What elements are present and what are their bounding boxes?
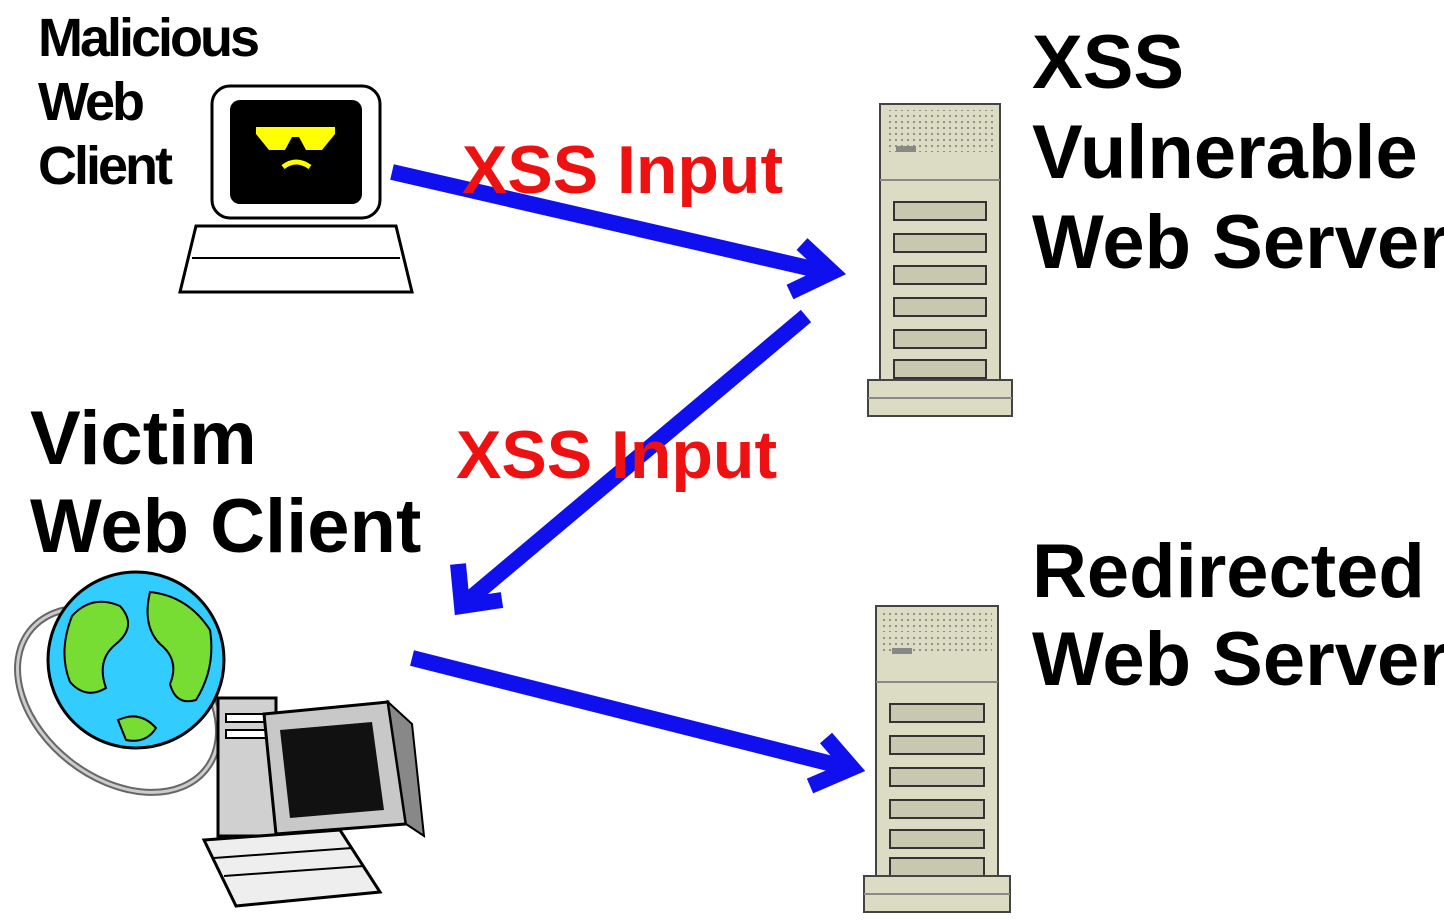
victim-client-label: Victim Web Client: [30, 395, 421, 571]
label-line: Client: [38, 136, 173, 196]
edge-label-xss-input: XSS Input: [462, 132, 784, 208]
label-line: Vulnerable: [1032, 110, 1418, 195]
server-tower-icon: [863, 605, 1011, 913]
label-line: Redirected: [1032, 529, 1425, 614]
malicious-client-label: Malicious Web Client: [38, 6, 260, 198]
label-line: XSS: [1032, 20, 1185, 105]
globe-computer-icon: [14, 570, 426, 908]
label-line: Web Server: [1032, 617, 1444, 702]
edge-label-xss-input: XSS Input: [456, 417, 778, 493]
flow-arrow: [450, 309, 812, 616]
label-line: Web Server: [1032, 200, 1444, 285]
vulnerable-server-label: XSS Vulnerable Web Server: [1032, 18, 1444, 288]
redirected-server-label: Redirected Web Server: [1032, 528, 1444, 704]
evil-computer-icon: [178, 84, 414, 294]
label-line: Web Client: [30, 484, 422, 569]
flow-arrow: [410, 650, 866, 794]
server-tower-icon: [867, 103, 1013, 417]
label-line: Web: [38, 72, 145, 132]
label-line: Victim: [30, 396, 257, 481]
label-line: Malicious: [38, 8, 260, 68]
flow-arrow: [390, 164, 847, 300]
